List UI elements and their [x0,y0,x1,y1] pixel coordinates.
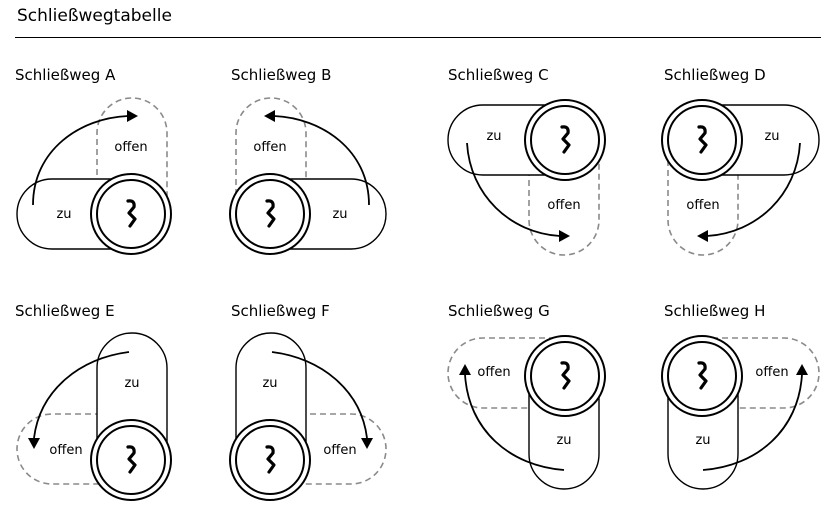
lock-cylinder-g [524,335,606,417]
label-closed-b: zu [332,207,347,222]
label-closed-e: zu [124,376,139,391]
panel-title-f: Schließweg F [231,302,330,320]
label-closed-g: zu [556,433,571,448]
open-position-d [667,159,739,256]
label-closed-d: zu [764,129,779,144]
arrow-head-c [559,230,570,242]
label-closed-a: zu [56,207,71,222]
label-open-g: offen [477,365,510,380]
arrow-head-h [796,364,808,375]
panel-title-d: Schließweg D [664,66,766,84]
arrow-head-e [28,438,40,449]
arrow-head-f [361,438,373,449]
open-position-b [235,97,307,196]
arrow-head-a [127,110,138,122]
panel-title-h: Schließweg H [664,302,766,320]
panel-a: zu offen [16,97,172,255]
panel-title-a: Schließweg A [15,66,116,84]
label-open-e: offen [49,443,82,458]
rotation-arrow-b [273,115,370,206]
rotation-arrow-e [33,351,130,439]
panel-g: zu offen [447,335,606,490]
lock-cylinder-h [661,335,743,417]
label-open-a: offen [114,140,147,155]
label-open-d: offen [686,198,719,213]
label-open-c: offen [547,198,580,213]
arrow-head-g [459,364,471,375]
lock-cylinder-f [229,419,311,501]
rotation-arrow-h [702,373,803,471]
rotation-arrow-a [32,115,129,206]
panel-f: zu offen [229,332,387,501]
label-open-f: offen [323,443,356,458]
panel-title-g: Schließweg G [448,302,550,320]
lock-cylinder-b [229,173,311,255]
panel-title-b: Schließweg B [231,66,332,84]
rotation-arrow-g [464,373,565,471]
panel-e: zu offen [16,332,172,501]
rotation-arrow-f [271,351,368,439]
panel-h: zu offen [661,335,820,490]
page-title: Schließwegtabelle [17,6,172,26]
panel-title-e: Schließweg E [15,302,115,320]
lock-cylinder-e [90,419,172,501]
lock-cylinder-d [661,99,743,181]
arrow-head-d [697,230,708,242]
label-closed-c: zu [486,129,501,144]
panel-b: zu offen [229,97,387,255]
panel-c: zu offen [447,99,606,256]
open-position-c [528,159,600,256]
rotation-arrow-d [706,142,801,237]
lock-cylinder-c [524,99,606,181]
arrow-head-b [264,110,275,122]
rotation-arrow-c [466,142,561,237]
title-divider [15,37,821,38]
panel-title-c: Schließweg C [448,66,549,84]
label-open-h: offen [755,365,788,380]
label-closed-f: zu [262,376,277,391]
label-open-b: offen [253,140,286,155]
panel-d: zu offen [661,99,820,256]
lock-cylinder-a [90,173,172,255]
label-closed-h: zu [695,433,710,448]
